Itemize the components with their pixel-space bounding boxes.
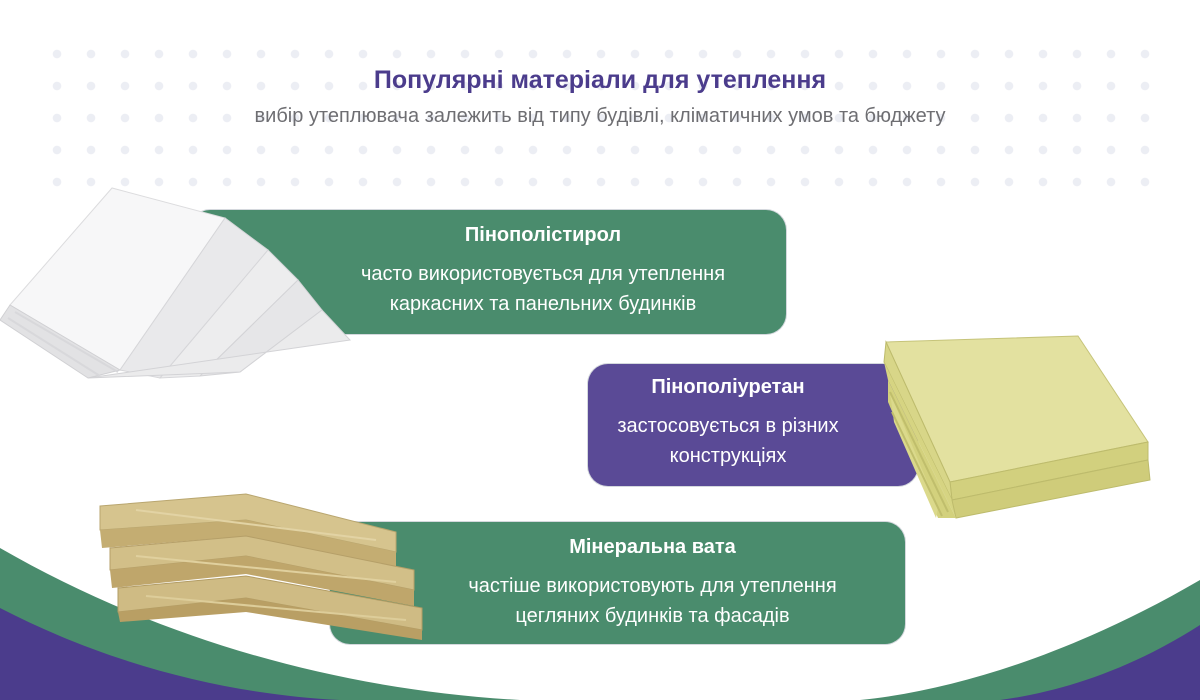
card-title-polystyrene: Пінополістирол [464,224,622,246]
card-text-line-1: частіше використовують для утеплення [468,575,837,597]
card-text-line-1: часто використовується для утеплення [360,263,726,285]
card-title-mineral-wool: Мінеральна вата [569,536,736,558]
card-mineral-wool: Мінеральна вата частіше використовують д… [330,522,905,644]
card-text-line-1: застосовується в різних [617,415,839,437]
card-text-polyurethane: застосовується в різних конструкціях [588,411,868,471]
polystyrene-boards-image [0,187,352,379]
page-subtitle: вибір утеплювача залежить від типу будів… [254,105,946,127]
polyurethane-boards-image [883,335,1151,519]
card-text-mineral-wool: частіше використовують для утеплення цег… [400,571,905,631]
header: Популярні матеріали для утеплення вибір … [0,66,1200,128]
card-text-line-2: каркасних та панельних будинків [389,293,697,315]
card-text-line-2: конструкціях [669,445,787,467]
mineral-wool-slabs-image [99,493,423,640]
card-text-polystyrene: часто використовується для утеплення кар… [300,259,786,319]
card-text-line-2: цегляних будинків та фасадів [515,605,790,627]
dot-pattern-background [40,38,1170,188]
card-polyurethane: Пінополіуретан застосовується в різних к… [588,364,918,486]
card-title-polyurethane: Пінополіуретан [651,376,805,398]
page-title: Популярні матеріали для утеплення [373,66,827,94]
